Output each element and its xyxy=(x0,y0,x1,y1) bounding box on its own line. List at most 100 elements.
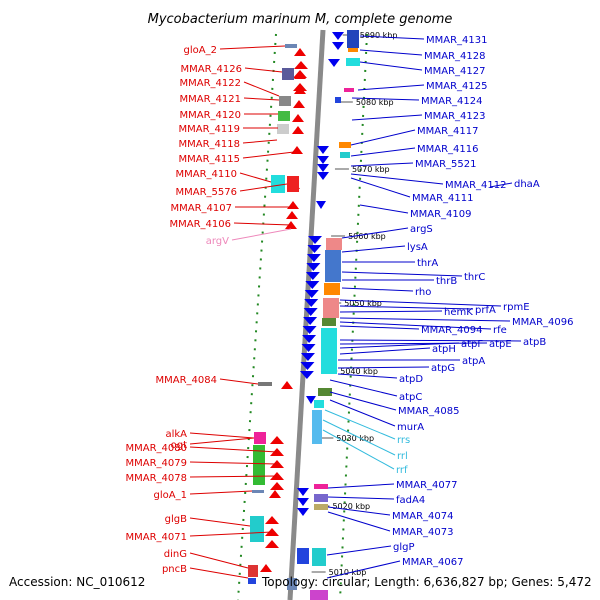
gene-label-right[interactable]: MMAR_5521 xyxy=(415,159,477,170)
gene-label-right[interactable]: hemK xyxy=(444,307,473,318)
gene-label-left[interactable]: glgB xyxy=(165,514,187,525)
gene-label-left[interactable]: MMAR_4106 xyxy=(170,219,232,230)
gene-label-right[interactable]: atpC xyxy=(399,392,422,403)
gene-label-right[interactable]: rpmE xyxy=(503,302,530,313)
gene-arrow xyxy=(281,381,293,389)
gene-label-left[interactable]: MMAR_4120 xyxy=(180,110,242,121)
gene-label-right[interactable]: thrC xyxy=(464,272,485,283)
gene-block xyxy=(339,142,351,148)
gene-label-left[interactable]: MMAR_4078 xyxy=(126,473,188,484)
kbp-tick-label: 5040 kbp xyxy=(340,367,378,376)
gene-label-right[interactable]: MMAR_4096 xyxy=(512,317,574,328)
gene-label-left[interactable]: MMAR_5576 xyxy=(176,187,238,198)
gene-label-right[interactable]: murA xyxy=(397,422,424,433)
gene-label-right[interactable]: atpG xyxy=(431,363,455,374)
gene-block xyxy=(285,44,297,48)
gene-label-left[interactable]: MMAR_4126 xyxy=(181,64,243,75)
gene-label-right[interactable]: atpH xyxy=(432,344,456,355)
gene-label-left[interactable]: MMAR_4107 xyxy=(171,203,233,214)
gene-arrow xyxy=(300,353,315,361)
gene-label-right[interactable]: atpB xyxy=(523,337,546,348)
gene-label-right[interactable]: rfe xyxy=(493,325,507,336)
leader-line xyxy=(189,567,249,579)
gene-label-right[interactable]: MMAR_4131 xyxy=(426,35,488,46)
gene-label-left[interactable]: MMAR_4084 xyxy=(156,375,218,386)
gene-label-right[interactable]: MMAR_4125 xyxy=(426,81,488,92)
gene-label-right[interactable]: MMAR_4077 xyxy=(396,480,458,491)
gene-label-left[interactable]: MMAR_4071 xyxy=(126,532,188,543)
gene-block xyxy=(254,432,266,444)
gene-label-left[interactable]: MMAR_4122 xyxy=(180,78,242,89)
gene-label-left[interactable]: MMAR_4118 xyxy=(179,139,241,150)
leader-line xyxy=(337,366,430,369)
gene-arrow xyxy=(300,362,315,370)
gene-arrow xyxy=(287,201,299,209)
gene-label-right[interactable]: MMAR_4109 xyxy=(410,209,472,220)
gene-label-right[interactable]: MMAR_4073 xyxy=(392,527,454,538)
gene-label-right[interactable]: MMAR_4123 xyxy=(424,111,486,122)
gene-label-right[interactable]: glgP xyxy=(393,542,415,553)
gene-label-right[interactable]: MMAR_4112 xyxy=(445,180,507,191)
gene-label-left[interactable]: MMAR_4079 xyxy=(126,458,188,469)
gene-label-right[interactable]: prfA xyxy=(475,305,496,316)
gene-label-right[interactable]: rho xyxy=(415,287,431,298)
leader-line xyxy=(219,378,259,385)
gene-label-right[interactable]: atpF xyxy=(461,339,483,350)
leader-line xyxy=(189,461,278,465)
gene-block xyxy=(250,516,264,542)
gene-label-right[interactable]: rrs xyxy=(397,435,410,446)
gene-label-right[interactable]: MMAR_4128 xyxy=(424,51,486,62)
gene-label-right[interactable]: dhaA xyxy=(514,179,540,190)
gene-label-right[interactable]: MMAR_4127 xyxy=(424,66,486,77)
leader-line xyxy=(339,305,474,310)
gene-label-left[interactable]: argV xyxy=(206,236,229,247)
gene-arrow xyxy=(270,482,284,490)
gene-label-right[interactable]: MMAR_4117 xyxy=(417,126,479,137)
gene-label-right[interactable]: argS xyxy=(410,224,433,235)
gene-label-left[interactable]: ogt xyxy=(171,440,187,451)
gene-label-right[interactable]: atpA xyxy=(462,356,485,367)
gene-arrow xyxy=(269,490,281,498)
gene-label-left[interactable]: dinG xyxy=(164,549,187,560)
gene-label-left[interactable]: MMAR_4080 xyxy=(126,443,188,454)
kbp-tick-label: 5060 kbp xyxy=(348,232,386,241)
gene-label-left[interactable]: alkA xyxy=(165,429,187,440)
gene-label-right[interactable]: MMAR_4067 xyxy=(402,557,464,568)
gene-label-left[interactable]: MMAR_4119 xyxy=(179,124,241,135)
gene-label-left[interactable]: MMAR_4110 xyxy=(176,169,238,180)
map-title: Mycobacterium marinum M, complete genome xyxy=(148,12,453,27)
kbp-tick-label: 5010 kbp xyxy=(329,568,367,577)
gene-label-left[interactable]: gloA_2 xyxy=(184,45,217,56)
track-left-outer xyxy=(237,33,277,600)
gene-block xyxy=(258,382,272,386)
kbp-tick-label: 5080 kbp xyxy=(356,98,394,107)
gene-label-right[interactable]: rrf xyxy=(396,465,408,476)
leader-line xyxy=(327,496,395,500)
gene-label-right[interactable]: rrl xyxy=(397,451,408,462)
gene-label-right[interactable]: atpE xyxy=(489,339,512,350)
gene-arrow xyxy=(317,146,329,154)
gene-label-left[interactable]: pncB xyxy=(162,564,187,575)
gene-label-right[interactable]: thrA xyxy=(417,258,438,269)
gene-label-right[interactable]: thrB xyxy=(436,276,457,287)
gene-arrow xyxy=(306,263,321,271)
gene-label-right[interactable]: lysA xyxy=(407,242,428,253)
gene-label-left[interactable]: MMAR_4115 xyxy=(179,154,241,165)
gene-label-right[interactable]: MMAR_4094 xyxy=(421,325,483,336)
gene-label-left[interactable]: MMAR_4121 xyxy=(180,94,242,105)
leader-line xyxy=(329,399,396,427)
gene-label-left[interactable]: gloA_1 xyxy=(154,490,187,501)
gene-label-right[interactable]: fadA4 xyxy=(396,495,425,506)
gene-block xyxy=(325,250,341,282)
gene-label-right[interactable]: MMAR_4085 xyxy=(398,406,460,417)
accession-text: Accession: NC_010612 xyxy=(9,575,145,589)
gene-label-right[interactable]: MMAR_4074 xyxy=(392,511,454,522)
gene-block xyxy=(335,97,341,103)
label-leader-lines xyxy=(189,35,522,579)
gene-label-right[interactable]: MMAR_4116 xyxy=(417,144,479,155)
gene-label-right[interactable]: MMAR_4124 xyxy=(421,96,483,107)
gene-block xyxy=(344,88,354,92)
gene-label-right[interactable]: MMAR_4111 xyxy=(412,193,474,204)
gene-label-right[interactable]: atpD xyxy=(399,374,423,385)
